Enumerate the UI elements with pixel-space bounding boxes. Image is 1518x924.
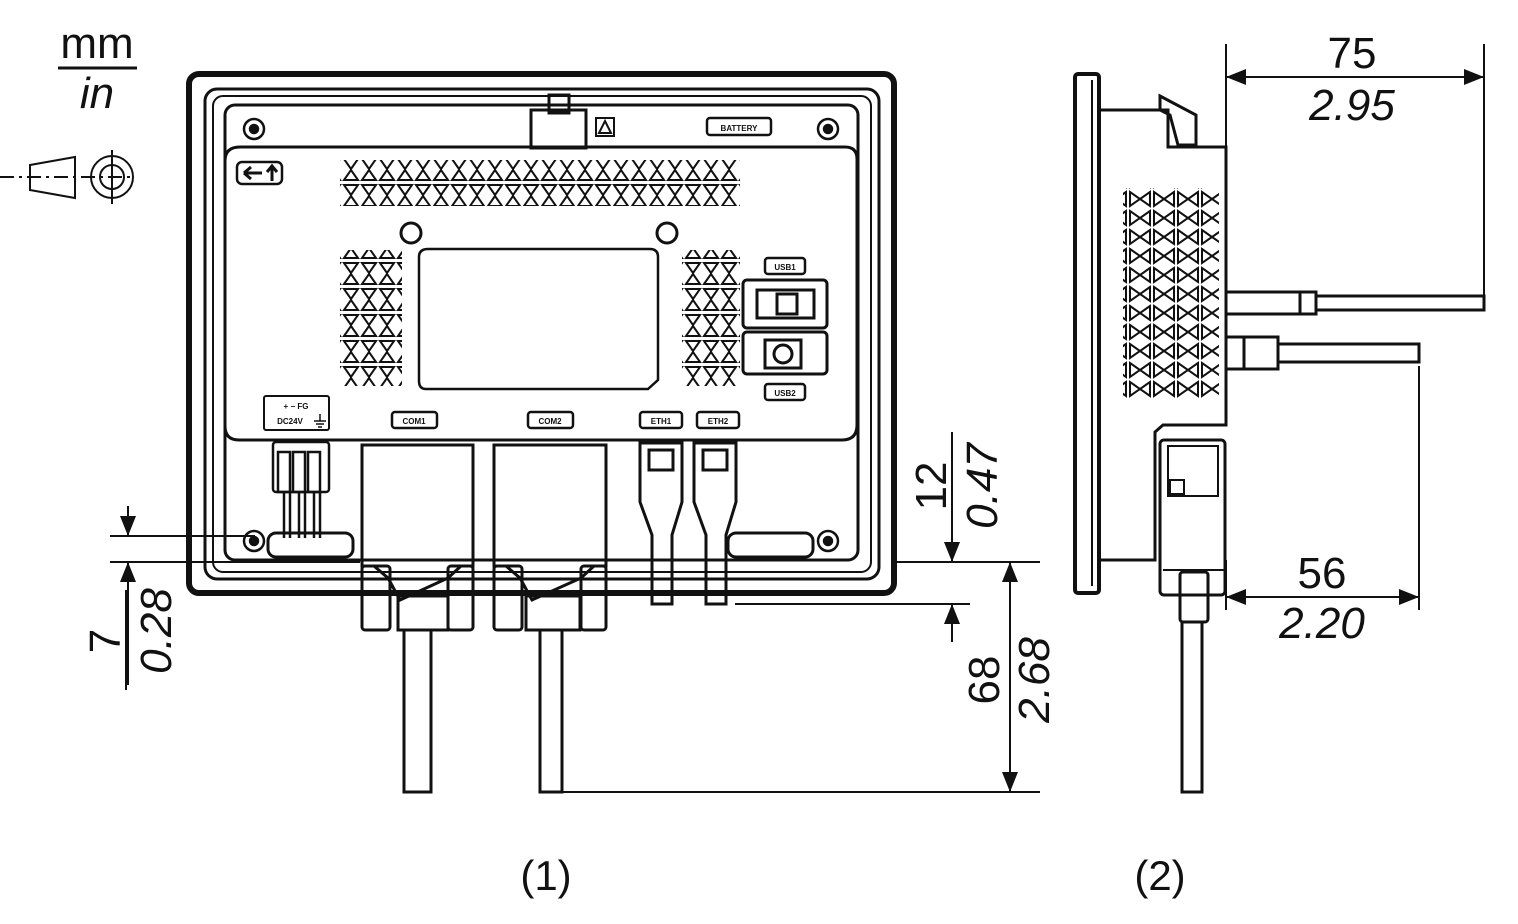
battery-label-box	[705, 116, 773, 137]
dim-depth-total-mm: 75	[1328, 29, 1377, 78]
usb2-label: USB2	[774, 389, 796, 398]
dim-bottom-mm: 12	[907, 462, 956, 511]
eth1-label-box	[638, 410, 684, 430]
side-cable	[1180, 620, 1204, 794]
lock-arrow-icon	[235, 160, 284, 186]
eth1-connector	[638, 441, 684, 606]
bezel-outer	[186, 71, 897, 596]
dim-depth-total-in: 2.95	[1308, 81, 1395, 130]
eth2-label-box	[695, 410, 741, 430]
usb2-port	[741, 330, 829, 376]
dim-depth-usb-mm: 56	[1298, 549, 1347, 598]
vent-grille-right	[682, 250, 740, 386]
com2-label: COM2	[538, 417, 562, 426]
unit-mm-label: mm	[60, 19, 133, 68]
side-housing	[1099, 108, 1228, 562]
bezel-inner	[203, 87, 881, 581]
dim-depth-usb-in: 2.20	[1278, 599, 1365, 648]
controller-block	[223, 145, 859, 442]
vent-grille-top	[340, 160, 740, 206]
ground-icon	[314, 414, 326, 428]
view-1-rear	[186, 71, 897, 794]
eth2-connector	[692, 441, 738, 606]
battery-label: BATTERY	[721, 124, 759, 133]
dim-cable-mm: 68	[960, 656, 1009, 705]
view-2-side	[1073, 72, 1486, 794]
eth2-label: ETH2	[708, 417, 729, 426]
power-label-box	[263, 395, 330, 431]
usb1-label-box	[763, 256, 807, 276]
unit-in-label: in	[80, 69, 114, 118]
side-lower-module	[1158, 438, 1227, 597]
side-usb-plug-1	[1224, 290, 1318, 316]
dim-left-offset-mm: 7	[81, 629, 130, 653]
dim-left-offset-in: 0.28	[132, 588, 181, 674]
projection-symbol-icon	[0, 150, 135, 204]
view-1-caption: (1)	[520, 852, 571, 899]
com1-label-box	[390, 410, 439, 430]
com1-label: COM1	[402, 417, 426, 426]
com1-connector	[360, 443, 475, 794]
com2-connector	[492, 443, 608, 794]
side-usb-plug-2	[1224, 335, 1280, 371]
label-window	[417, 247, 660, 391]
dim-cable-in: 2.68	[1010, 637, 1059, 724]
screw-icon	[242, 117, 840, 553]
units-legend: mm in	[58, 19, 137, 118]
com2-label-box	[526, 410, 575, 430]
dim-bottom-in: 0.47	[958, 442, 1007, 529]
usb2-label-box	[763, 382, 807, 402]
view-2-dimension-lines	[1225, 44, 1485, 610]
warning-icon	[595, 117, 615, 137]
usb1-port	[741, 278, 829, 330]
view-2-caption: (2)	[1134, 852, 1185, 899]
side-vent-grille	[1123, 188, 1219, 398]
view-1-dimension-lines	[110, 432, 1040, 793]
power-sign-label: + − FG	[284, 402, 309, 411]
eth1-label: ETH1	[651, 417, 672, 426]
usb1-label: USB1	[774, 263, 796, 272]
top-latch	[529, 108, 588, 150]
power-connector	[271, 440, 331, 538]
vent-grille-left	[340, 250, 402, 386]
power-label: DC24V	[277, 417, 303, 426]
side-bezel	[1073, 72, 1101, 595]
